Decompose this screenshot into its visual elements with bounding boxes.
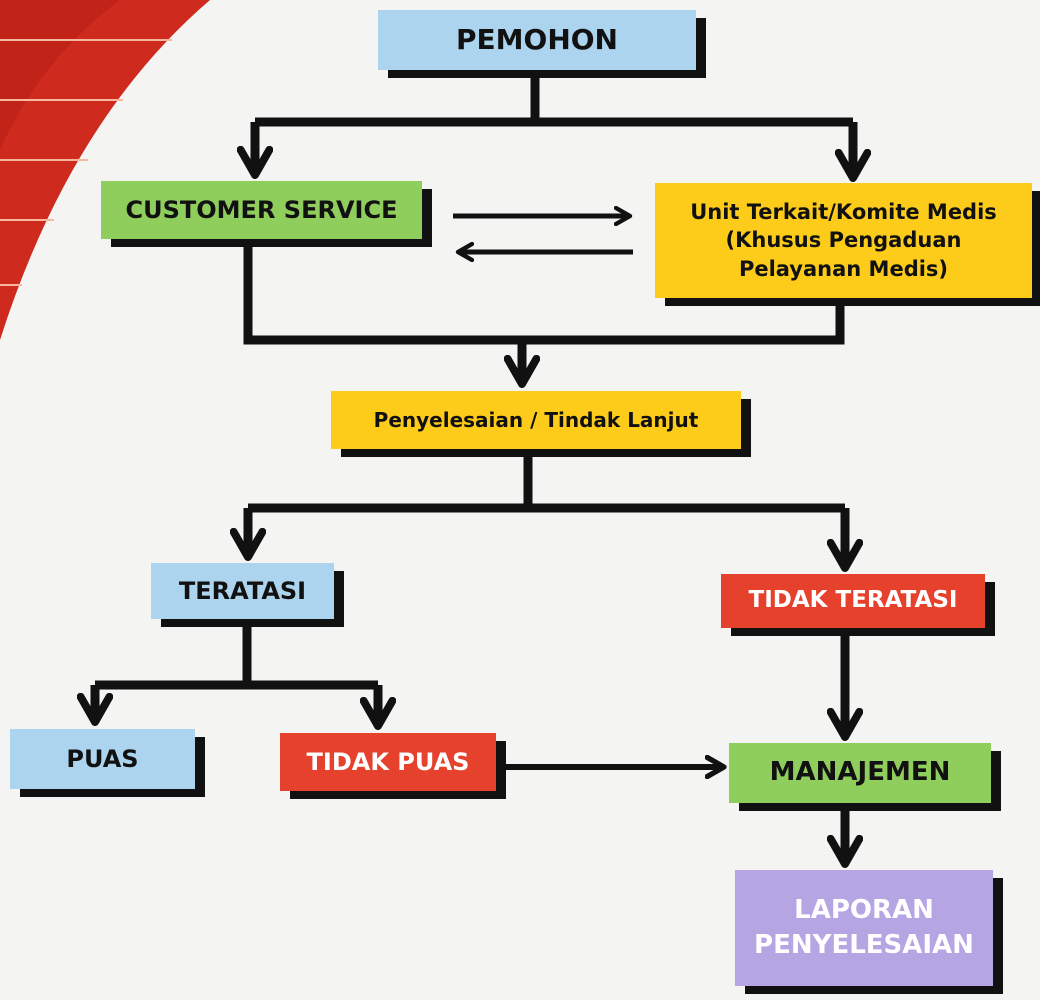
- connector-teratasi: [95, 626, 378, 690]
- node-laporan-penyelesaian: LAPORAN PENYELESAIAN: [735, 870, 993, 986]
- node-customer-service: CUSTOMER SERVICE: [101, 181, 422, 239]
- node-tidak-puas: TIDAK PUAS: [280, 733, 496, 791]
- node-tidak-teratasi: TIDAK TERATASI: [721, 574, 985, 628]
- node-pemohon: PEMOHON: [378, 10, 696, 70]
- node-puas: PUAS: [10, 729, 195, 789]
- node-penyelesaian: Penyelesaian / Tindak Lanjut: [331, 391, 741, 449]
- node-laporan-line-1: LAPORAN: [794, 894, 934, 925]
- node-unit-terkait-line-3: Pelayanan Medis): [738, 256, 949, 281]
- connector-penyelesaian: [248, 456, 845, 513]
- node-unit-terkait-line-1: Unit Terkait/Komite Medis: [690, 199, 997, 224]
- node-manajemen: MANAJEMEN: [729, 743, 991, 803]
- connector-pemohon: [255, 78, 853, 127]
- node-teratasi: TERATASI: [151, 563, 334, 619]
- node-laporan-line-2: PENYELESAIAN: [754, 930, 974, 960]
- node-unit-terkait-line-2: (Khusus Pengaduan: [725, 228, 962, 253]
- node-unit-terkait: Unit Terkait/Komite Medis (Khusus Pengad…: [655, 183, 1032, 298]
